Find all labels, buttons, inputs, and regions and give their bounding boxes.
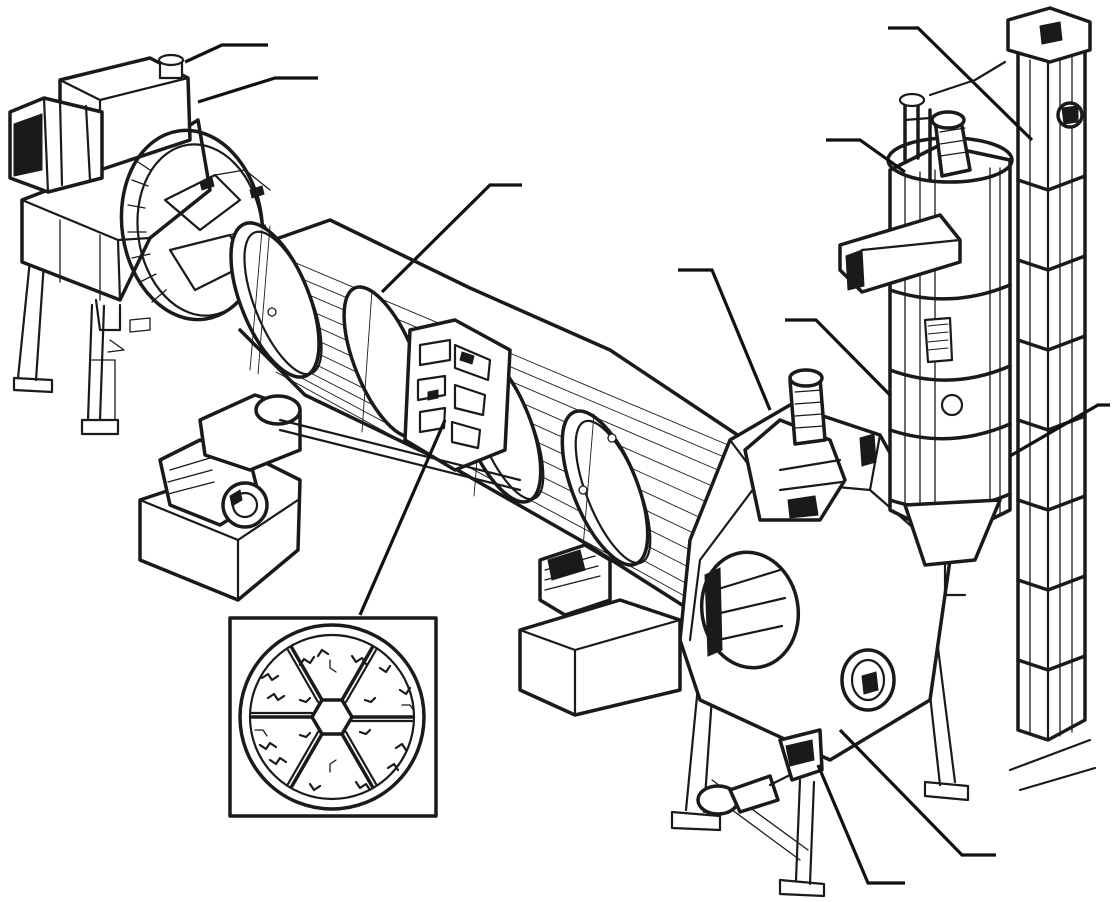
cyclone bbox=[838, 60, 1014, 597]
leader-line-2 bbox=[197, 76, 318, 104]
leader-line-1 bbox=[184, 43, 268, 64]
leader-line-7 bbox=[785, 318, 892, 397]
leader-line-3 bbox=[380, 183, 522, 294]
leader-line-6 bbox=[678, 268, 772, 411]
feed-chamber-legs bbox=[12, 258, 122, 436]
drum-cross-section-inset bbox=[228, 616, 438, 818]
feed-chamber bbox=[8, 53, 276, 436]
leader-lines bbox=[184, 26, 1110, 885]
leader-line-10 bbox=[816, 764, 905, 885]
leader-line-8 bbox=[1009, 403, 1110, 458]
bucket-elevator bbox=[1006, 6, 1097, 792]
leader-line-4 bbox=[888, 26, 1034, 142]
leader-line-11 bbox=[358, 419, 447, 616]
drive-unit bbox=[138, 393, 682, 717]
leader-line-9 bbox=[838, 728, 996, 857]
leader-line-5 bbox=[826, 138, 906, 174]
